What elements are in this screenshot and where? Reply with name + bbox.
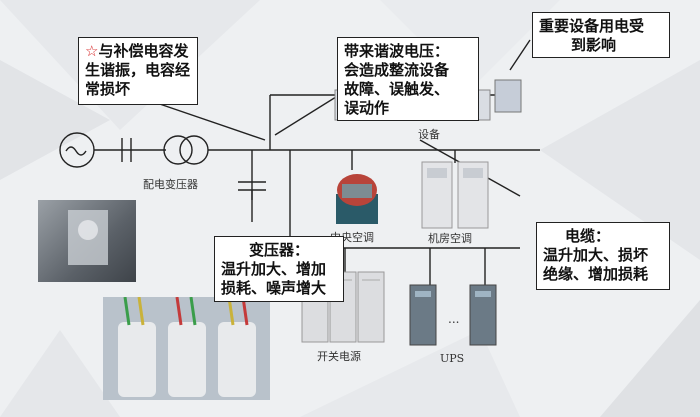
label-switch-power: 开关电源 bbox=[317, 350, 361, 363]
transformer-photo-top bbox=[38, 200, 136, 282]
callout-transformer: 变压器： 温升加大、增加 损耗、噪声增大 bbox=[214, 236, 344, 302]
transformer-symbol bbox=[163, 135, 193, 165]
label-ellipsis: ... bbox=[448, 312, 460, 326]
callout-important-equipment: 重要设备用电受 到影响 bbox=[532, 12, 670, 58]
callout-transformer-line-3: 损耗、噪声增大 bbox=[221, 279, 327, 297]
callout-capacitor-line-2: 生谐振，电容经 bbox=[85, 61, 191, 79]
callout-harmonic-line-3: 故障、误触发、 bbox=[344, 80, 450, 98]
callout-harmonic-line-2: 会造成整流设备 bbox=[344, 61, 450, 79]
label-ups: UPS bbox=[440, 352, 465, 365]
callout-cable-line-3: 绝缘、增加损耗 bbox=[543, 265, 649, 283]
callout-transformer-line-1: 变压器： bbox=[249, 241, 310, 259]
callout-cable-line-1: 电缆： bbox=[565, 227, 611, 245]
star-icon: ☆ bbox=[85, 42, 99, 60]
label-distribution-transformer: 配电变压器 bbox=[143, 178, 198, 191]
callout-harmonic-line-1: 带来谐波电压： bbox=[344, 42, 450, 60]
ups-cabinets bbox=[409, 284, 497, 346]
label-equipment: 设备 bbox=[418, 128, 440, 141]
callout-harmonic-voltage: 带来谐波电压： 会造成整流设备 故障、误触发、 误动作 bbox=[337, 37, 479, 121]
callout-cable-line-2: 温升加大、损坏 bbox=[543, 246, 649, 264]
callout-cable: 电缆： 温升加大、损坏 绝缘、增加损耗 bbox=[536, 222, 670, 290]
callout-transformer-line-2: 温升加大、增加 bbox=[221, 260, 327, 278]
callout-important-line-1: 重要设备用电受 bbox=[539, 17, 645, 35]
callout-important-line-2: 到影响 bbox=[571, 36, 617, 54]
callout-capacitor-line-1: 与补偿电容发 bbox=[98, 42, 189, 60]
room-ac-units bbox=[421, 161, 489, 229]
source-symbol bbox=[59, 132, 95, 168]
label-room-ac: 机房空调 bbox=[428, 232, 472, 245]
callout-harmonic-line-4: 误动作 bbox=[344, 99, 390, 117]
capacitor-bank-photo bbox=[103, 297, 270, 400]
callout-capacitor-line-3: 常损坏 bbox=[85, 80, 131, 98]
central-ac-unit bbox=[336, 174, 378, 224]
callout-capacitor-resonance: ☆与补偿电容发 生谐振，电容经 常损坏 bbox=[78, 37, 198, 105]
